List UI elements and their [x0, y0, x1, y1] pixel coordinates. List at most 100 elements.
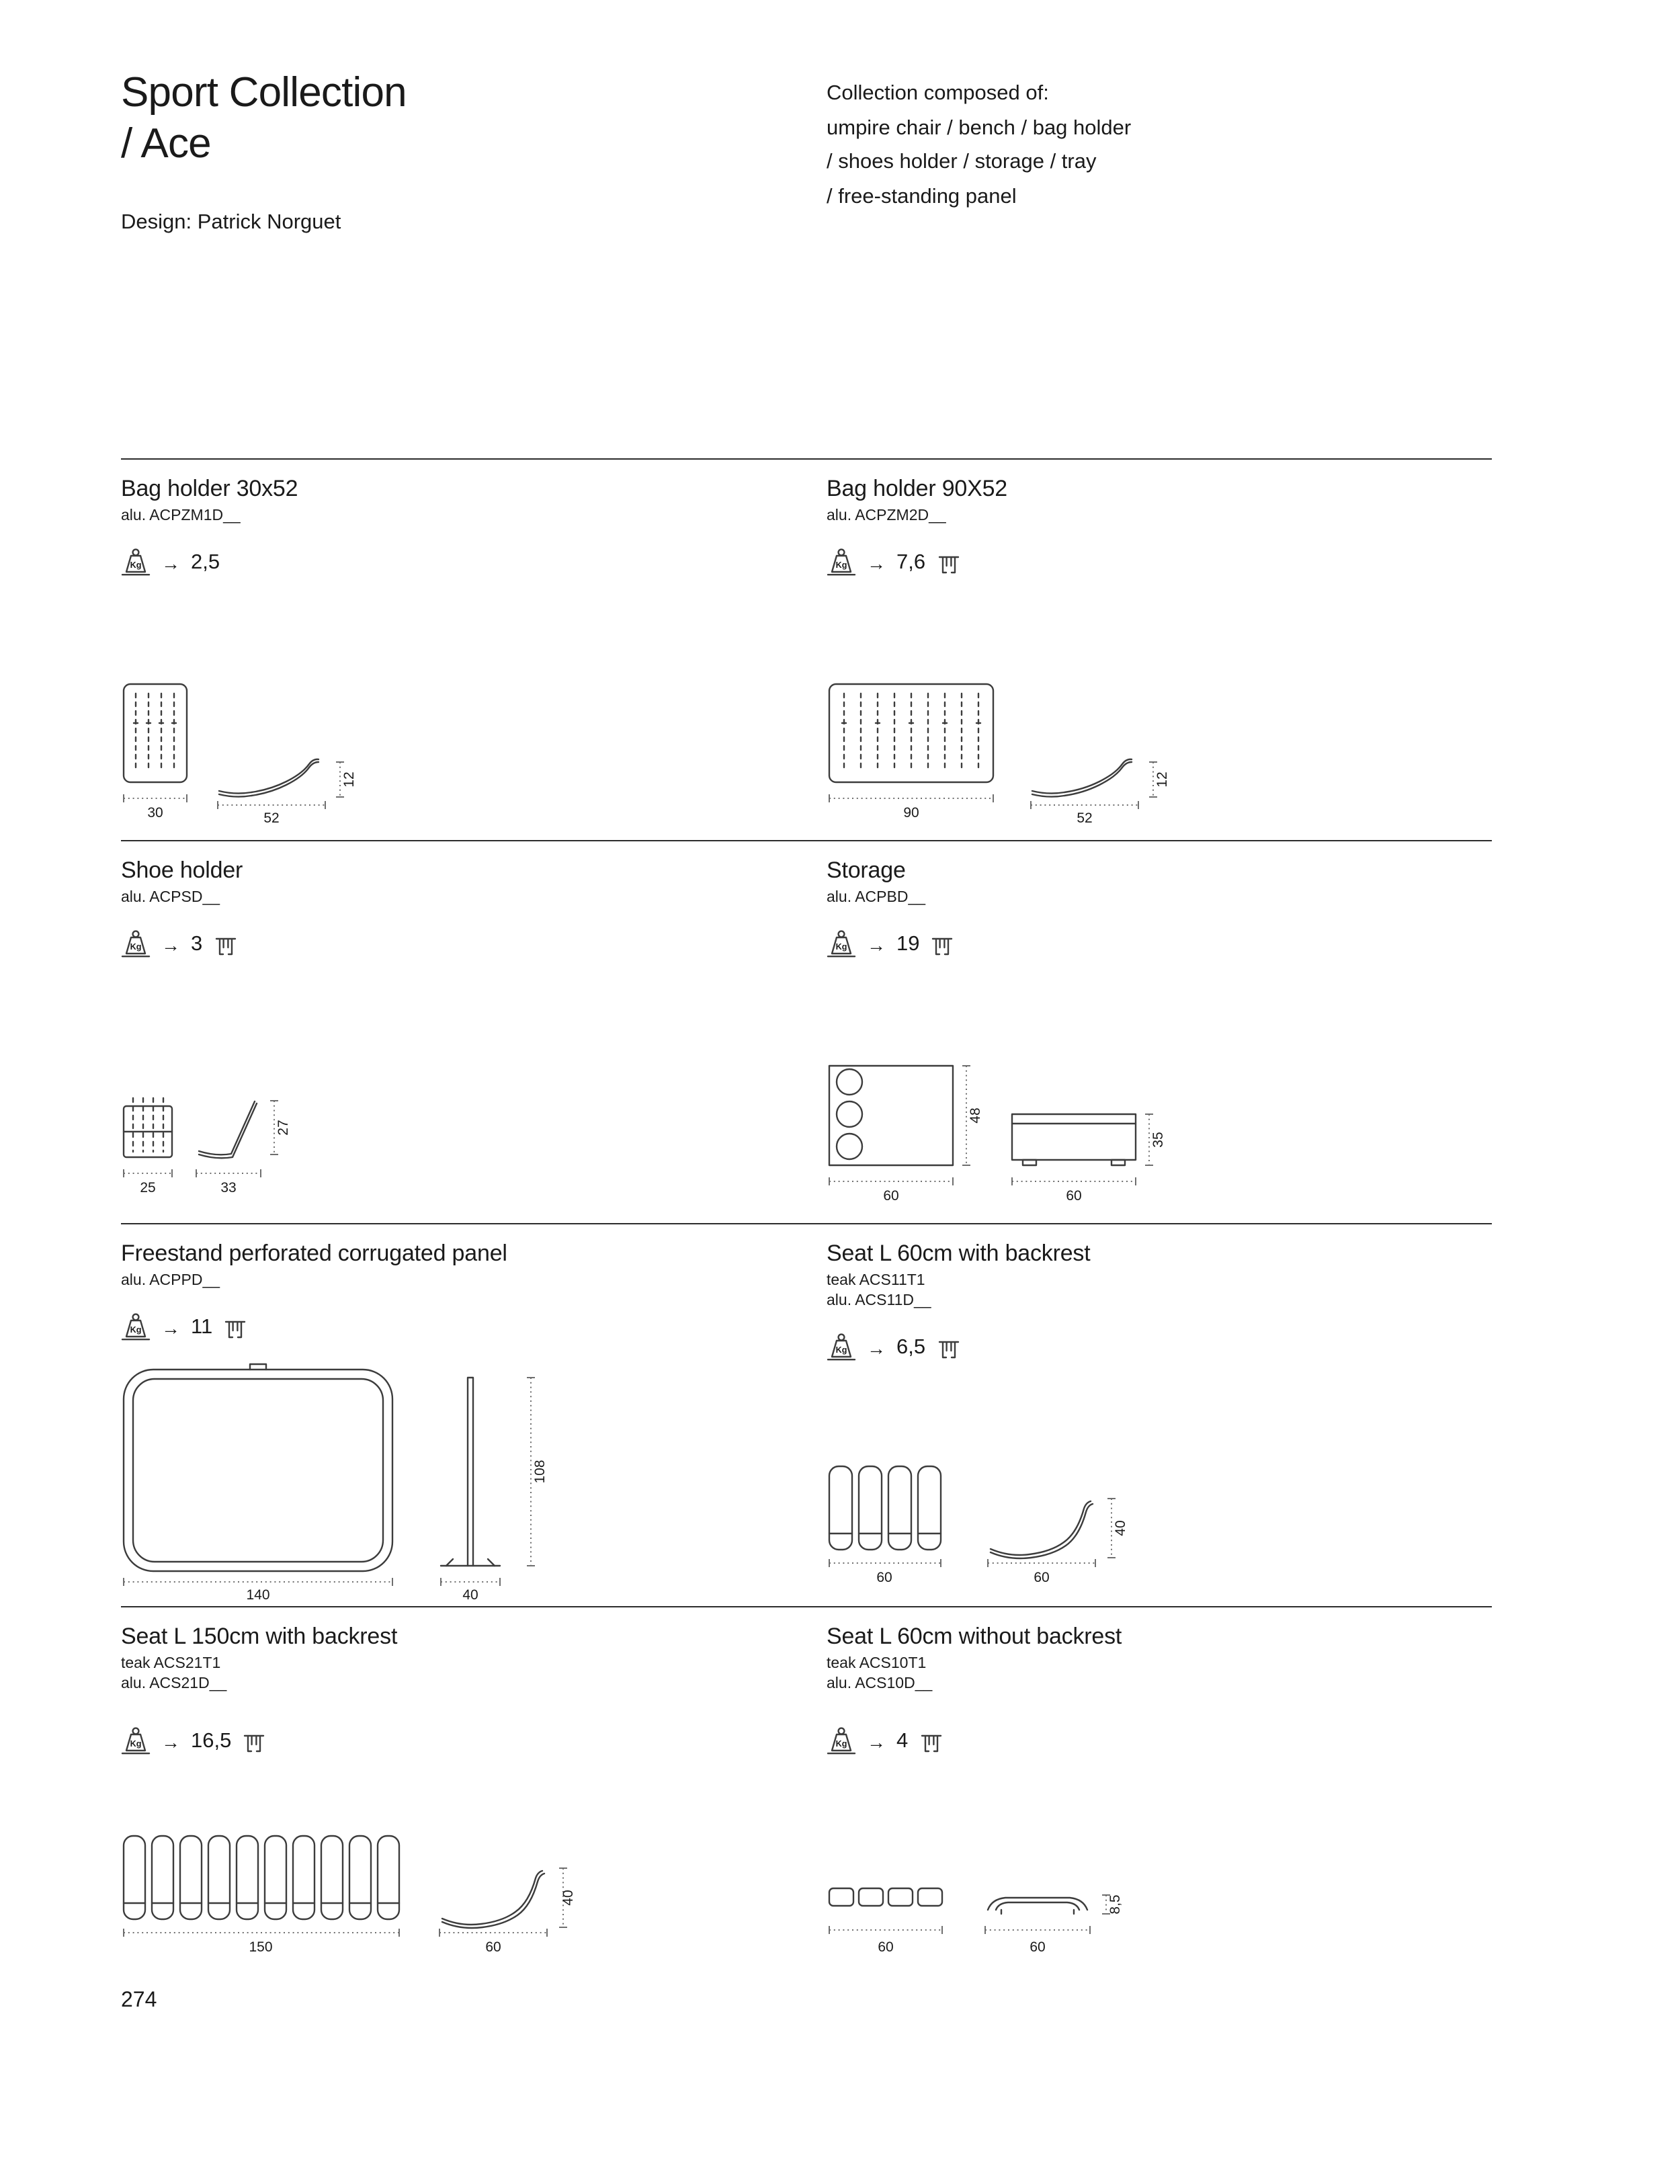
- stackable-icon: [215, 937, 236, 956]
- dimension-label: 27: [276, 1120, 291, 1135]
- weight-row: Kg → 7,6: [827, 548, 1492, 577]
- weight-value: 6,5: [896, 1336, 926, 1359]
- svg-text:Kg: Kg: [836, 1739, 847, 1749]
- weight-row: Kg → 3: [121, 930, 800, 958]
- arrow-glyph: →: [161, 934, 180, 956]
- product-card-bag-holder-30x52: Bag holder 30x52 alu. ACPZM1D__ Kg → 2,5…: [121, 460, 800, 840]
- weight-icon: Kg: [121, 1727, 151, 1755]
- weight-icon: Kg: [827, 548, 856, 576]
- stackable-icon: [224, 1320, 246, 1339]
- weight-row: Kg → 11: [121, 1313, 800, 1341]
- dimension-label: 40: [1113, 1520, 1128, 1536]
- svg-text:Kg: Kg: [836, 1345, 847, 1355]
- weight-icon: Kg: [121, 548, 151, 576]
- product-card-seat-60-no-backrest: Seat L 60cm without backrest teak ACS10T…: [827, 1607, 1492, 1976]
- product-name: Storage: [827, 857, 906, 883]
- product-code: alu. ACPZM1D__: [121, 508, 241, 524]
- technical-drawing: 48 60 35 60: [828, 1064, 1166, 1204]
- product-code: alu. ACPBD__: [827, 890, 926, 906]
- product-card-seat-150-backrest: Seat L 150cm with backrest teak ACS21T1 …: [121, 1607, 800, 1976]
- weight-row: Kg → 6,5: [827, 1333, 1492, 1361]
- product-card-seat-60-backrest: Seat L 60cm with backrest teak ACS11T1 a…: [827, 1224, 1492, 1606]
- product-name: Seat L 60cm with backrest: [827, 1241, 1091, 1266]
- weight-icon: Kg: [827, 1727, 856, 1755]
- dimension-label: 12: [341, 771, 357, 787]
- dimension-label: 40: [560, 1890, 576, 1905]
- dimension-label: 90: [903, 805, 919, 821]
- section-divider: [121, 840, 1492, 841]
- product-code: alu. ACPSD__: [121, 890, 220, 906]
- composition-line: / shoes holder / storage / tray: [827, 151, 1097, 173]
- dimension-label: 30: [147, 805, 163, 821]
- svg-text:Kg: Kg: [130, 1739, 142, 1749]
- dimension-label: 33: [220, 1180, 236, 1195]
- technical-drawing: 90 52 12: [828, 683, 1170, 826]
- svg-text:Kg: Kg: [130, 560, 142, 570]
- svg-text:Kg: Kg: [130, 942, 142, 952]
- dimension-label: 140: [246, 1587, 269, 1601]
- weight-icon: Kg: [121, 930, 151, 958]
- product-card-storage: Storage alu. ACPBD__ Kg → 19 48: [827, 841, 1492, 1222]
- product-card-bag-holder-90x52: Bag holder 90X52 alu. ACPZM2D__ Kg → 7,6…: [827, 460, 1492, 840]
- dimension-label: 35: [1150, 1132, 1166, 1147]
- product-code: alu. ACPPD__: [121, 1273, 220, 1289]
- product-card-freestand-panel: Freestand perforated corrugated panel al…: [121, 1224, 800, 1606]
- dimension-label: 60: [485, 1939, 501, 1955]
- weight-row: Kg → 2,5: [121, 548, 800, 577]
- page-number: 274: [121, 1989, 157, 2012]
- product-name: Seat L 150cm with backrest: [121, 1624, 398, 1649]
- product-code: alu. ACS10D__: [827, 1676, 933, 1692]
- dimension-label: 12: [1154, 771, 1170, 787]
- weight-value: 2,5: [191, 551, 220, 574]
- weight-value: 19: [896, 933, 920, 956]
- stackable-icon: [921, 1734, 941, 1753]
- dimension-label: 48: [968, 1107, 983, 1123]
- weight-value: 4: [896, 1730, 909, 1753]
- section-divider: [121, 1606, 1492, 1607]
- dimension-label: 8,5: [1107, 1894, 1123, 1914]
- designer-credit: Design: Patrick Norguet: [121, 211, 341, 234]
- arrow-glyph: →: [161, 552, 180, 574]
- weight-icon: Kg: [121, 1313, 151, 1341]
- dimension-label: 52: [263, 810, 279, 826]
- product-code: teak ACS11T1: [827, 1273, 925, 1289]
- weight-row: Kg → 16,5: [121, 1727, 800, 1755]
- technical-drawing: 60 60 40: [828, 1465, 1128, 1585]
- product-name: Bag holder 90X52: [827, 476, 1008, 501]
- product-name: Bag holder 30x52: [121, 476, 298, 501]
- product-code: alu. ACS21D__: [121, 1676, 227, 1692]
- product-code: teak ACS10T1: [827, 1656, 927, 1672]
- technical-drawing: 25 33 27: [122, 1097, 291, 1195]
- technical-drawing: 30 52 12: [122, 683, 357, 826]
- arrow-glyph: →: [867, 934, 886, 956]
- technical-drawing: 150 60 40: [122, 1835, 576, 1955]
- dimension-label: 40: [462, 1587, 478, 1601]
- svg-text:Kg: Kg: [836, 560, 847, 570]
- page-title-line2: / Ace: [121, 120, 212, 167]
- page-title-line1: Sport Collection: [121, 69, 407, 116]
- stackable-icon: [932, 937, 953, 956]
- arrow-glyph: →: [161, 1317, 180, 1339]
- dimension-label: 150: [249, 1939, 272, 1955]
- page-title: Sport Collection / Ace: [121, 67, 407, 169]
- stackable-icon: [937, 556, 959, 574]
- dimension-label: 60: [1030, 1939, 1045, 1955]
- product-name: Freestand perforated corrugated panel: [121, 1241, 507, 1266]
- stackable-icon: [937, 1341, 959, 1359]
- weight-row: Kg → 19: [827, 930, 1492, 958]
- product-card-shoe-holder: Shoe holder alu. ACPSD__ Kg → 3 25: [121, 841, 800, 1222]
- dimension-label: 60: [1034, 1570, 1049, 1585]
- collection-composition: Collection composed of: umpire chair / b…: [827, 77, 1131, 214]
- arrow-glyph: →: [867, 1731, 886, 1753]
- dimension-label: 60: [876, 1570, 892, 1585]
- composition-line: / free-standing panel: [827, 185, 1017, 208]
- product-code: alu. ACS11D__: [827, 1293, 931, 1309]
- section-divider: [121, 458, 1492, 460]
- stackable-icon: [244, 1734, 265, 1753]
- technical-drawing: 60 60 8,5: [828, 1887, 1123, 1955]
- technical-drawing: 140 40 108: [122, 1363, 548, 1601]
- weight-value: 16,5: [191, 1730, 232, 1753]
- weight-value: 11: [191, 1316, 213, 1339]
- product-name: Seat L 60cm without backrest: [827, 1624, 1122, 1649]
- weight-icon: Kg: [827, 1333, 856, 1361]
